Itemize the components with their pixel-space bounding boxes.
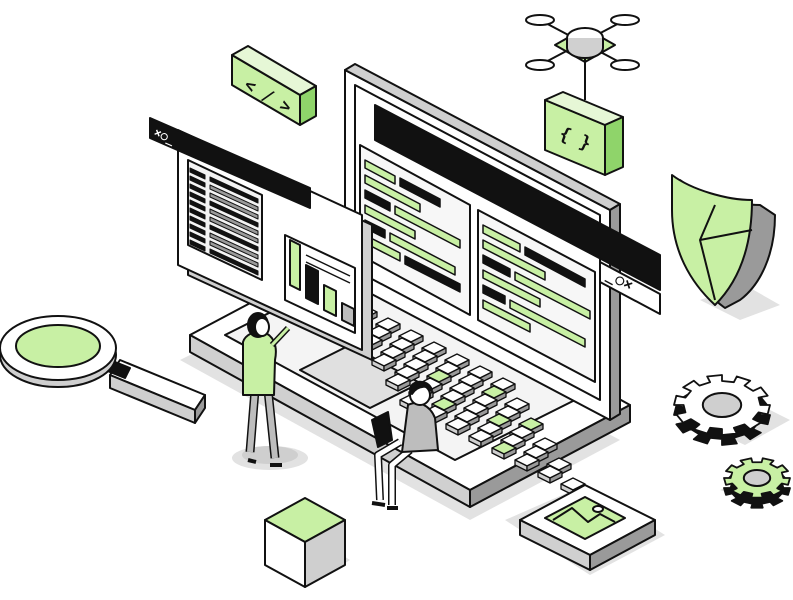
table-cell-key xyxy=(189,207,206,220)
popup-chart-bar-3 xyxy=(323,284,337,317)
table-cell-value xyxy=(209,216,259,244)
gear-icon-small xyxy=(723,457,791,509)
person-man xyxy=(371,380,439,510)
cube-icon xyxy=(264,497,346,588)
table-cell-value xyxy=(209,184,259,212)
braces-card: { } xyxy=(544,91,624,176)
table-cell-key xyxy=(189,215,206,228)
table-cell-key xyxy=(189,231,206,244)
keyboard-key-front xyxy=(457,423,471,436)
table-cell-value xyxy=(209,192,259,220)
keyboard-key-front xyxy=(397,379,411,392)
code-tag-card: < / > xyxy=(231,45,317,126)
popup-chart-bar-4 xyxy=(341,302,355,327)
keyboard-key-front xyxy=(549,471,563,484)
popup-chart-frame xyxy=(284,234,356,334)
keyboard-key-front xyxy=(480,435,494,448)
table-cell-key xyxy=(189,239,206,252)
table-cell-key xyxy=(189,167,206,180)
popup-window: ×○_ xyxy=(149,117,373,361)
screen-panel-left-lines xyxy=(364,159,461,293)
table-cell-key xyxy=(189,199,206,212)
table-cell-value xyxy=(209,208,259,236)
popup-chart-bar-1 xyxy=(289,239,301,291)
image-icon xyxy=(544,496,626,540)
table-cell-value xyxy=(209,232,259,260)
popup-table-rows xyxy=(189,167,259,276)
popup-window-titlebar xyxy=(149,117,311,209)
popup-chart-lines xyxy=(305,254,351,277)
person-woman xyxy=(242,312,298,467)
laptop-window-titlebar-band xyxy=(599,261,661,315)
laptop-window-titlebar xyxy=(374,104,661,291)
laptop-icon: _○× xyxy=(189,63,661,508)
magnifier-icon xyxy=(0,315,206,424)
table-cell-value xyxy=(209,240,259,268)
table-cell-value xyxy=(209,248,259,276)
table-cell-key xyxy=(189,191,206,204)
table-cell-key xyxy=(189,223,206,236)
keyboard-key-front xyxy=(383,359,397,372)
gear-hole xyxy=(701,392,743,418)
table-cell-key xyxy=(189,183,206,196)
image-card xyxy=(519,484,656,571)
laptop-base-front xyxy=(469,404,631,508)
gear-icon xyxy=(673,374,771,446)
table-cell-value xyxy=(209,224,259,252)
shield-icon xyxy=(671,174,776,309)
gear-hole xyxy=(742,469,772,487)
tablet xyxy=(371,411,393,448)
keyboard-key-front xyxy=(503,447,517,460)
screen-panel-right-lines xyxy=(482,224,591,348)
table-cell-key xyxy=(189,175,206,188)
popup-chart-bar-2 xyxy=(305,264,319,305)
drone-icon xyxy=(525,14,640,100)
table-cell-value xyxy=(209,176,259,204)
keyboard-key-front xyxy=(526,459,540,472)
popup-chart-lines-2 xyxy=(305,261,351,284)
table-cell-value xyxy=(209,200,259,228)
